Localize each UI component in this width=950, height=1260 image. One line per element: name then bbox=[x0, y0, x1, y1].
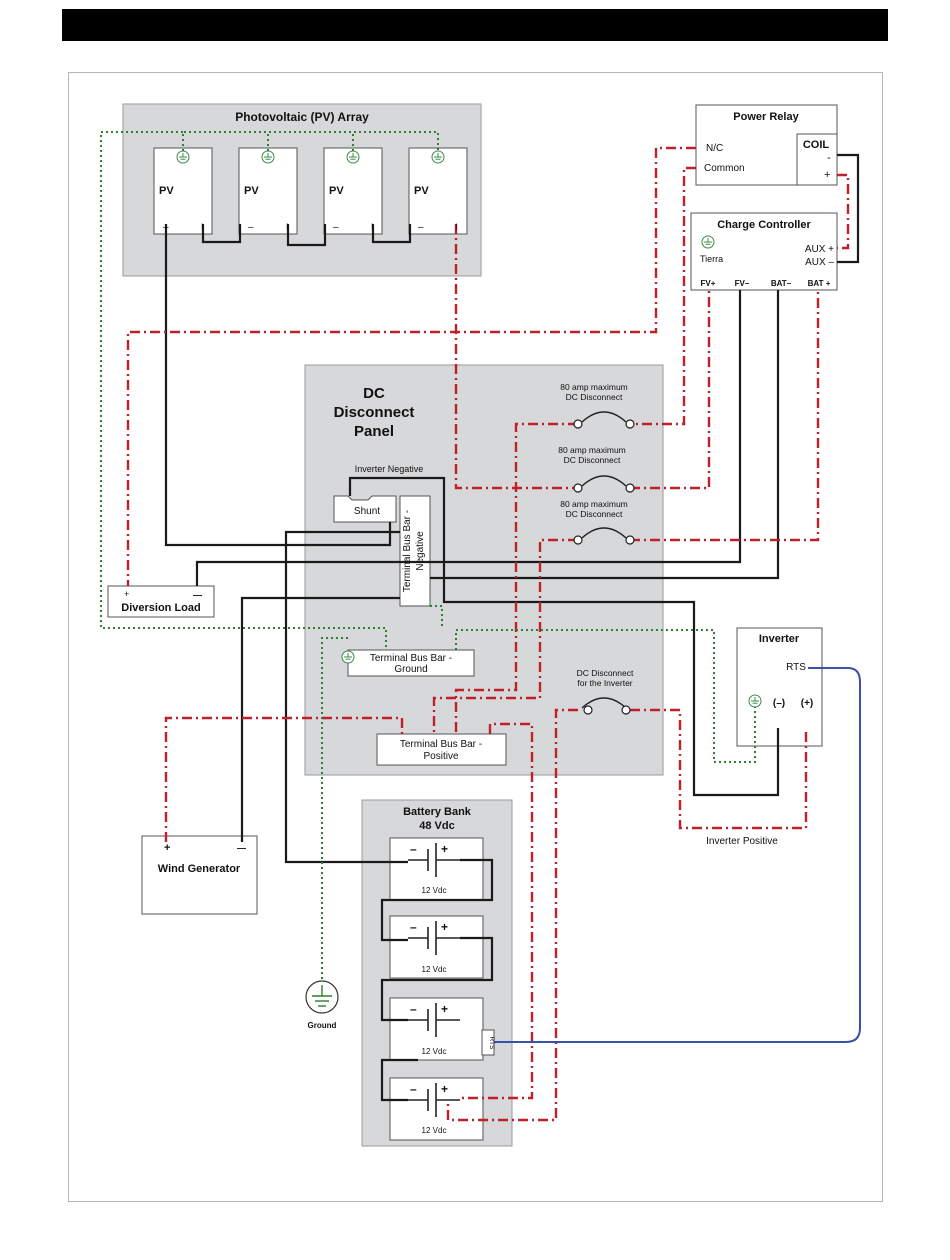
inverter-disconnect-switch bbox=[581, 697, 631, 715]
pv-label-3: PV bbox=[329, 185, 344, 197]
diagram-frame bbox=[68, 72, 883, 1202]
inverter-positive-label: Inverter Positive bbox=[706, 836, 778, 847]
cell2-plus: + bbox=[441, 920, 448, 934]
diversion-load-title: Diversion Load bbox=[121, 602, 200, 614]
pv-pos-2: I bbox=[286, 222, 289, 232]
bus-bar-ground bbox=[347, 649, 475, 677]
bus-bar-negative bbox=[399, 495, 431, 607]
cell4-minus: – bbox=[410, 1082, 417, 1096]
bus-positive-label-2: Positive bbox=[423, 751, 458, 762]
red-wires bbox=[126, 146, 850, 1122]
power-relay-title: Power Relay bbox=[733, 111, 799, 123]
pv-module-1 bbox=[153, 147, 213, 235]
inv-disc-label-1: DC Disconnect bbox=[577, 668, 634, 678]
wind-generator-box bbox=[141, 835, 258, 915]
disconnect-3-label-2: DC Disconnect bbox=[566, 509, 623, 519]
diversion-load-box bbox=[107, 585, 215, 618]
pv-neg-2: – bbox=[248, 222, 254, 233]
inverter-negative-label: Inverter Negative bbox=[355, 464, 424, 474]
relay-nc-label: N/C bbox=[706, 143, 723, 154]
battery-cell-3-label: 12 Vdc bbox=[422, 1047, 447, 1056]
coil-minus: - bbox=[827, 152, 831, 164]
dc-disconnect-panel bbox=[304, 364, 664, 776]
inv-disc-label-2: for the Inverter bbox=[577, 678, 632, 688]
charge-controller-title: Charge Controller bbox=[717, 219, 811, 231]
cell3-minus: – bbox=[410, 1002, 417, 1016]
battery-cell-1-label: 12 Vdc bbox=[422, 886, 447, 895]
disconnect-switch-3 bbox=[573, 527, 635, 545]
inverter-box bbox=[736, 627, 823, 747]
inverter-rts-label: RTS bbox=[786, 662, 806, 673]
wind-plus: + bbox=[164, 842, 170, 854]
coil-box bbox=[796, 133, 838, 186]
battery-bank-title-1: Battery Bank bbox=[403, 806, 472, 818]
disconnect-3-label-1: 80 amp maximum bbox=[560, 499, 628, 509]
pv-label-1: PV bbox=[159, 185, 174, 197]
cell2-minus: – bbox=[410, 920, 417, 934]
inverter-title: Inverter bbox=[759, 633, 800, 645]
aux-plus-label: AUX + bbox=[805, 244, 834, 255]
fv-minus-label: FV– bbox=[735, 279, 750, 288]
inverter-neg-label: (–) bbox=[773, 698, 785, 709]
shunt-box bbox=[333, 495, 397, 523]
dc-panel-title-3: Panel bbox=[354, 423, 394, 440]
disconnect-1-label-2: DC Disconnect bbox=[566, 392, 623, 402]
cell3-plus: + bbox=[441, 1002, 448, 1016]
cell4-plus: + bbox=[441, 1082, 448, 1096]
rts-wire bbox=[494, 667, 861, 1043]
bus-negative-label-1: Terminal Bus Bar - bbox=[402, 510, 413, 592]
wind-generator-title: Wind Generator bbox=[158, 863, 241, 875]
disconnect-switch-2 bbox=[573, 475, 635, 493]
coil-plus: + bbox=[824, 169, 830, 181]
disconnect-switch-1 bbox=[573, 411, 635, 429]
pv-pos-3: I bbox=[371, 222, 374, 232]
bus-bar-positive bbox=[376, 733, 507, 766]
pv-label-4: PV bbox=[414, 185, 429, 197]
dc-panel-title-1: DC bbox=[363, 385, 385, 402]
pv-neg-4: – bbox=[418, 222, 424, 233]
relay-common-label: Common bbox=[704, 163, 745, 174]
cell1-minus: – bbox=[410, 842, 417, 856]
fv-plus-label: FV+ bbox=[701, 279, 716, 288]
header-bar bbox=[62, 9, 888, 41]
pv-neg-1: – bbox=[163, 222, 169, 233]
pv-neg-3: – bbox=[333, 222, 339, 233]
disconnect-1-label-1: 80 amp maximum bbox=[560, 382, 628, 392]
green-ground-wires bbox=[100, 131, 756, 981]
bat-minus-label: BAT– bbox=[771, 279, 792, 288]
bus-ground-label-1: Terminal Bus Bar - bbox=[370, 653, 452, 664]
diversion-plus: + bbox=[124, 589, 129, 599]
ground-icon bbox=[305, 980, 339, 1014]
battery-rts-label: RTS bbox=[488, 1037, 495, 1051]
dc-panel-title-2: Disconnect bbox=[334, 404, 415, 421]
wind-minus: — bbox=[237, 843, 246, 853]
pv-array-title: Photovoltaic (PV) Array bbox=[235, 110, 369, 124]
tierra-label: Tierra bbox=[700, 254, 723, 264]
battery-symbols bbox=[408, 843, 460, 1117]
disconnect-2-label-1: 80 amp maximum bbox=[558, 445, 626, 455]
battery-cell-4-label: 12 Vdc bbox=[422, 1126, 447, 1135]
bus-positive-label-1: Terminal Bus Bar - bbox=[400, 739, 482, 750]
inverter-pos-label: (+) bbox=[801, 698, 814, 709]
pv-pos-1: I bbox=[201, 222, 204, 232]
bat-plus-label: BAT + bbox=[808, 279, 831, 288]
disconnect-2-label-2: DC Disconnect bbox=[564, 455, 621, 465]
pv-pos-4: I bbox=[455, 222, 458, 232]
pv-label-2: PV bbox=[244, 185, 259, 197]
ground-label: Ground bbox=[308, 1021, 337, 1030]
charge-controller-box bbox=[690, 212, 838, 291]
diversion-minus: — bbox=[193, 590, 202, 600]
black-wires bbox=[164, 153, 860, 1102]
shunt-label: Shunt bbox=[354, 506, 380, 517]
coil-label: COIL bbox=[803, 139, 830, 151]
battery-cell-2-label: 12 Vdc bbox=[422, 965, 447, 974]
battery-bank-title-2: 48 Vdc bbox=[419, 820, 454, 832]
aux-minus-label: AUX – bbox=[805, 257, 834, 268]
bus-negative-label-2: Negative bbox=[415, 531, 426, 571]
bus-ground-label-2: Ground bbox=[394, 664, 427, 675]
cell1-plus: + bbox=[441, 842, 448, 856]
